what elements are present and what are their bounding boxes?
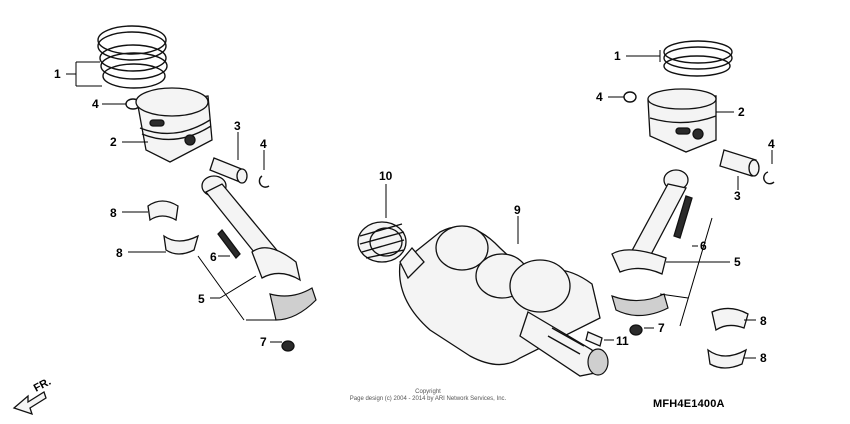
rod-bolt-left[interactable] — [217, 229, 241, 259]
piston-pin-clip-right[interactable] — [623, 91, 637, 103]
piston-pin-clip-left-b[interactable] — [258, 175, 270, 188]
callout-11: 11 — [616, 334, 629, 348]
copyright-line-1: Copyright — [415, 389, 441, 395]
piston-pin-clip-right-b[interactable] — [763, 171, 775, 185]
piston-rings-left[interactable] — [97, 25, 168, 89]
connecting-rod-right[interactable] — [611, 169, 689, 317]
callout-8-right-a: 8 — [760, 314, 767, 328]
callout-10: 10 — [379, 169, 393, 183]
callout-8-left-a: 8 — [110, 206, 117, 220]
piston-rings-right[interactable] — [663, 40, 733, 77]
callout-2-left: 2 — [110, 135, 117, 149]
rod-nut-right[interactable] — [629, 324, 643, 336]
bearing-left-a[interactable] — [147, 200, 179, 222]
piston-left[interactable] — [135, 87, 213, 163]
rod-bolt-right[interactable] — [673, 195, 693, 239]
callout-3-right: 3 — [734, 189, 741, 203]
callout-6-right: 6 — [700, 239, 707, 253]
front-direction-arrow: FR. — [12, 376, 53, 416]
callout-2-right: 2 — [738, 105, 745, 119]
piston-pin-left[interactable] — [209, 157, 248, 184]
callouts: 1 4 2 3 4 8 8 6 5 7 10 9 11 1 4 2 4 3 6 … — [54, 49, 775, 365]
woodruff-key[interactable] — [585, 331, 603, 347]
callout-3-left: 3 — [234, 119, 241, 133]
callout-5-left: 5 — [198, 292, 205, 306]
rod-nut-left[interactable] — [281, 340, 295, 352]
copyright-line-2: Page design (c) 2004 - 2014 by ARI Netwo… — [349, 396, 507, 402]
piston-pin-right[interactable] — [719, 149, 760, 177]
leader-lines — [66, 50, 773, 359]
callout-1-right: 1 — [614, 49, 621, 63]
diagram-code: MFH4E1400A — [653, 398, 725, 410]
callout-9: 9 — [514, 203, 521, 217]
callout-4-right-b: 4 — [768, 137, 775, 151]
callout-7-left: 7 — [260, 335, 267, 349]
callout-8-right-b: 8 — [760, 351, 767, 365]
callout-4-right-a: 4 — [596, 90, 603, 104]
callout-6-left: 6 — [210, 250, 217, 264]
callout-1-left: 1 — [54, 67, 61, 81]
direction-label: FR. — [32, 376, 53, 395]
crankshaft[interactable] — [398, 225, 609, 377]
bearing-right-a[interactable] — [711, 307, 749, 332]
callout-5-right: 5 — [734, 255, 741, 269]
connecting-rod-left[interactable] — [201, 175, 317, 321]
callout-4-left-a: 4 — [92, 97, 99, 111]
bearing-left-b[interactable] — [163, 234, 200, 255]
callout-7-right: 7 — [658, 321, 665, 335]
callout-4-left-b: 4 — [260, 137, 267, 151]
callout-8-left-b: 8 — [116, 246, 123, 260]
piston-right[interactable] — [647, 88, 717, 153]
needle-bearing[interactable] — [357, 221, 407, 263]
copyright-notice: Copyright Page design (c) 2004 - 2014 by… — [338, 389, 518, 403]
bearing-right-b[interactable] — [707, 348, 748, 369]
